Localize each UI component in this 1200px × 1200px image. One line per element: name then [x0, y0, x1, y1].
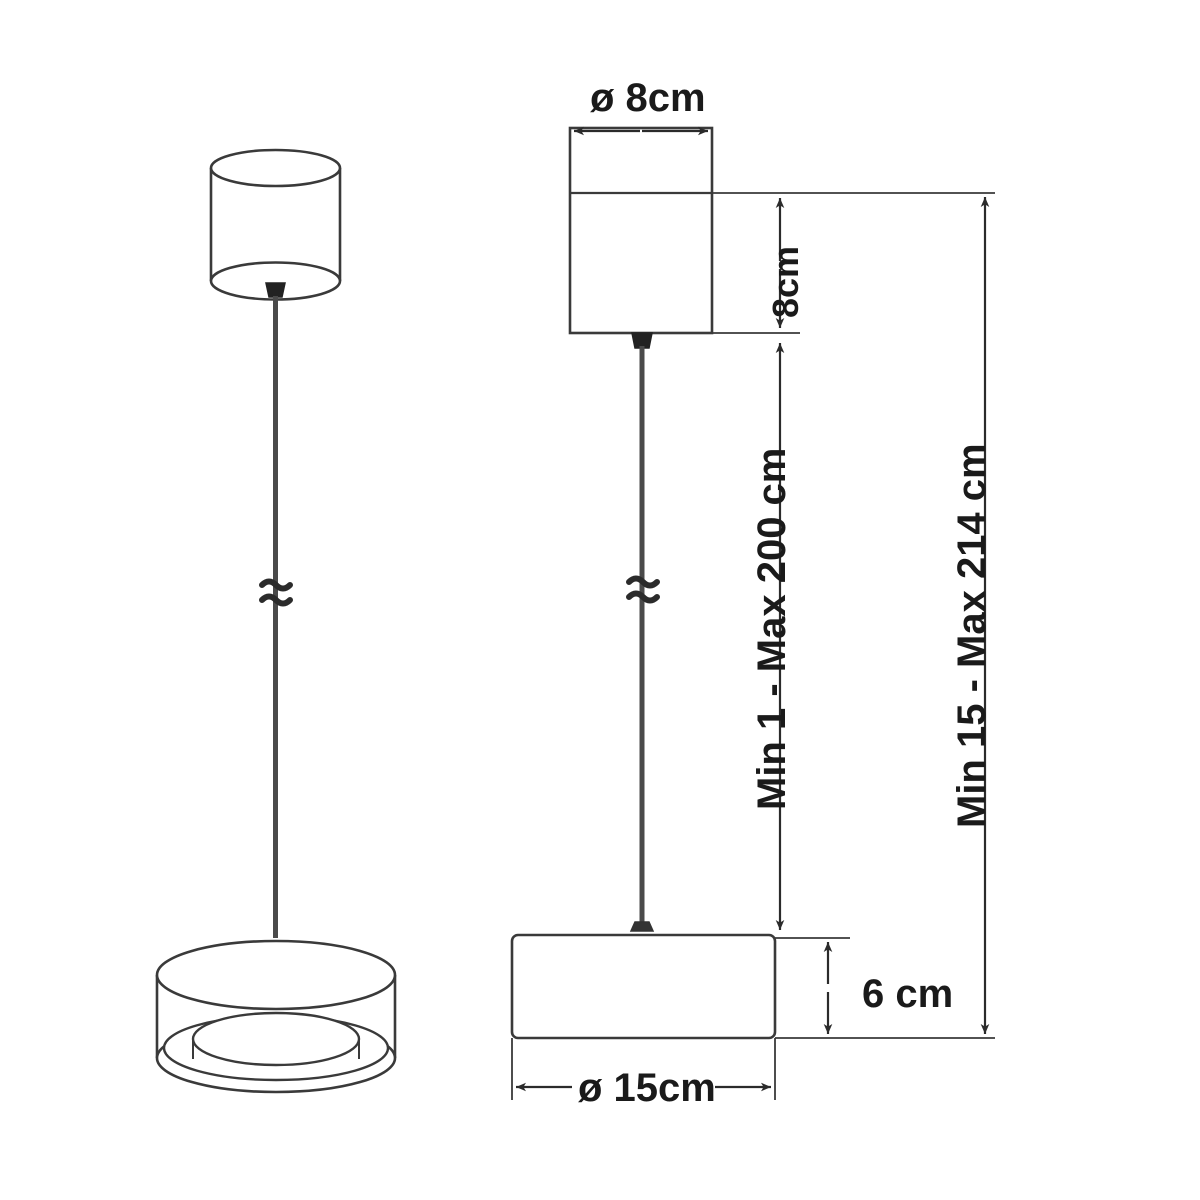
canopy-height-label: 8cm: [765, 245, 806, 318]
lamp-shade-cylinder: [155, 939, 397, 1094]
shade-diameter-label: ø 15cm: [578, 1066, 716, 1110]
shade-height-label: 6 cm: [862, 972, 954, 1016]
ceiling-canopy-box: [568, 126, 714, 335]
canopy-diameter-label: ø 8cm: [590, 76, 706, 120]
cable-drop-label: Min 1 - Max 200 cm: [750, 447, 794, 810]
cable-connector-top: [265, 282, 286, 298]
lamp-shade-box: [510, 933, 777, 1040]
cable-break-symbol-elevation: [626, 575, 660, 604]
cable-break-symbol: [259, 578, 293, 607]
shade-diffuser: [191, 1011, 361, 1067]
cable-connector-top-elevation: [631, 332, 653, 349]
cable-connector-bottom: [629, 921, 655, 932]
elevation-view: [510, 126, 995, 1100]
perspective-view: [155, 148, 397, 1094]
extension-lines: [511, 192, 995, 1100]
ceiling-canopy-cylinder: [209, 148, 342, 301]
total-height-label: Min 15 - Max 214 cm: [950, 443, 994, 828]
